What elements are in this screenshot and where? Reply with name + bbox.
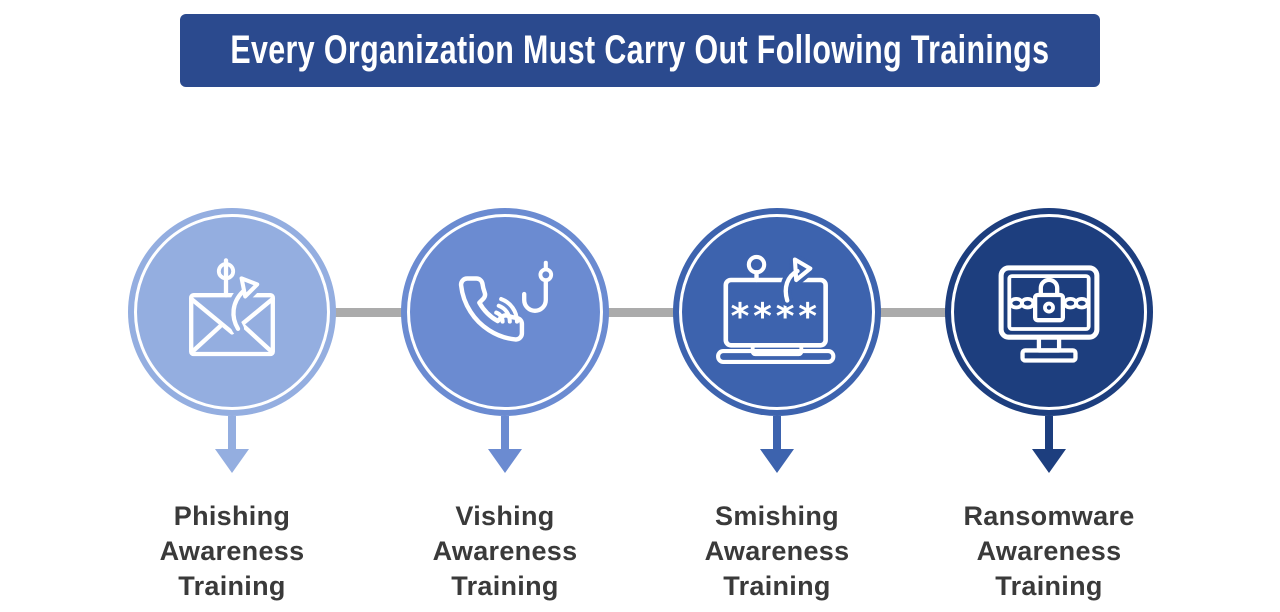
step-column-ransomware: Ransomware Awareness Training [945,208,1153,604]
title-text: Every Organization Must Carry Out Follow… [230,28,1050,72]
down-arrow-smishing [760,416,794,473]
phishing-email-hook-icon [172,252,292,372]
arrow-head [488,449,522,473]
arrow-head [1032,449,1066,473]
arrow-stem [501,416,509,449]
step-label-line: Training [995,571,1103,601]
down-arrow-vishing [488,416,522,473]
step-label-line: Awareness [976,536,1122,566]
step-circle-phishing [128,208,336,416]
down-arrow-ransomware [1032,416,1066,473]
arrow-stem [228,416,236,449]
smishing-laptop-password-hook-icon: **** [713,248,841,376]
svg-text:****: **** [731,297,821,338]
step-label-smishing: Smishing Awareness Training [705,499,850,604]
title-banner: Every Organization Must Carry Out Follow… [180,14,1100,87]
timeline-connector [232,308,1049,317]
vishing-phone-hook-icon [445,252,565,372]
step-label-ransomware: Ransomware Awareness Training [963,499,1134,604]
step-label-line: Smishing [715,501,839,531]
step-label-line: Vishing [455,501,555,531]
step-column-vishing: Vishing Awareness Training [401,208,609,604]
arrow-stem [1045,416,1053,449]
step-label-phishing: Phishing Awareness Training [160,499,305,604]
arrow-head [760,449,794,473]
step-label-line: Awareness [159,536,305,566]
step-circle-ransomware [945,208,1153,416]
step-circle-smishing: **** [673,208,881,416]
step-label-line: Ransomware [963,501,1135,531]
down-arrow-phishing [215,416,249,473]
arrow-head [215,449,249,473]
step-label-vishing: Vishing Awareness Training [433,499,578,604]
step-label-line: Training [178,571,286,601]
step-column-smishing: **** Smishing Awareness Training [673,208,881,604]
arrow-stem [773,416,781,449]
step-label-line: Awareness [432,536,578,566]
step-column-phishing: Phishing Awareness Training [128,208,336,604]
step-circle-vishing [401,208,609,416]
step-label-line: Training [723,571,831,601]
step-label-line: Phishing [173,501,291,531]
step-label-line: Awareness [704,536,850,566]
step-label-line: Training [451,571,559,601]
ransomware-locked-monitor-icon [986,249,1112,375]
